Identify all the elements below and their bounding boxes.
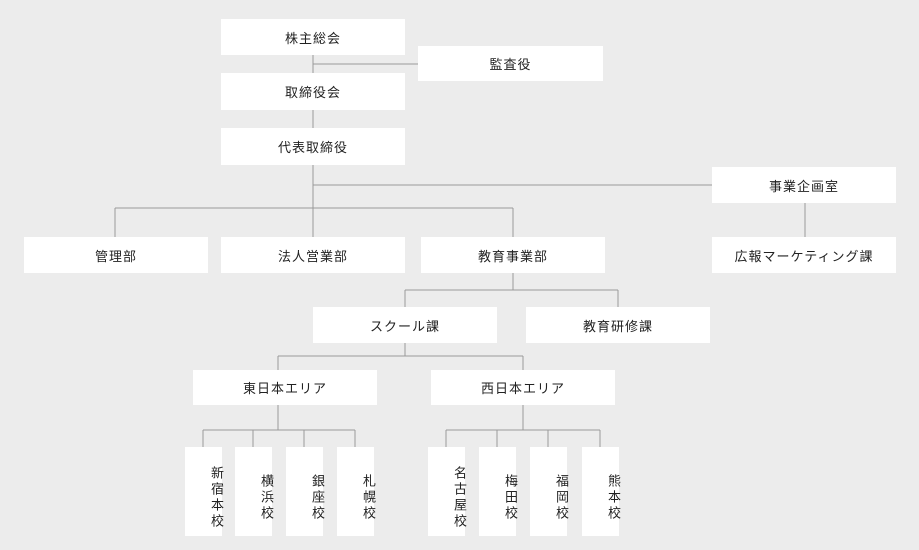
node-shareholders-meeting: 株主総会 <box>221 19 405 55</box>
node-pr-marketing: 広報マーケティング課 <box>712 237 896 273</box>
node-school-yokohama: 横浜校 <box>235 447 273 536</box>
node-school-fukuoka: 福岡校 <box>530 447 568 536</box>
node-admin-dept: 管理部 <box>24 237 208 273</box>
node-school-ginza: 銀座校 <box>286 447 324 536</box>
node-education-business-dept: 教育事業部 <box>421 237 605 273</box>
node-auditor: 監査役 <box>418 46 603 81</box>
node-training-section: 教育研修課 <box>526 307 710 343</box>
node-school-nagoya: 名古屋校 <box>428 447 466 536</box>
node-east-area: 東日本エリア <box>193 370 377 405</box>
node-school-sapporo: 札幌校 <box>337 447 375 536</box>
node-school-umeda: 梅田校 <box>479 447 517 536</box>
node-representative-director: 代表取締役 <box>221 128 405 165</box>
node-corporate-sales-dept: 法人営業部 <box>221 237 405 273</box>
node-board: 取締役会 <box>221 73 405 110</box>
node-school-shinjuku: 新宿本校 <box>185 447 223 536</box>
node-west-area: 西日本エリア <box>431 370 615 405</box>
node-business-planning: 事業企画室 <box>712 167 896 203</box>
node-school-section: スクール課 <box>313 307 497 343</box>
node-school-kumamoto: 熊本校 <box>582 447 620 536</box>
